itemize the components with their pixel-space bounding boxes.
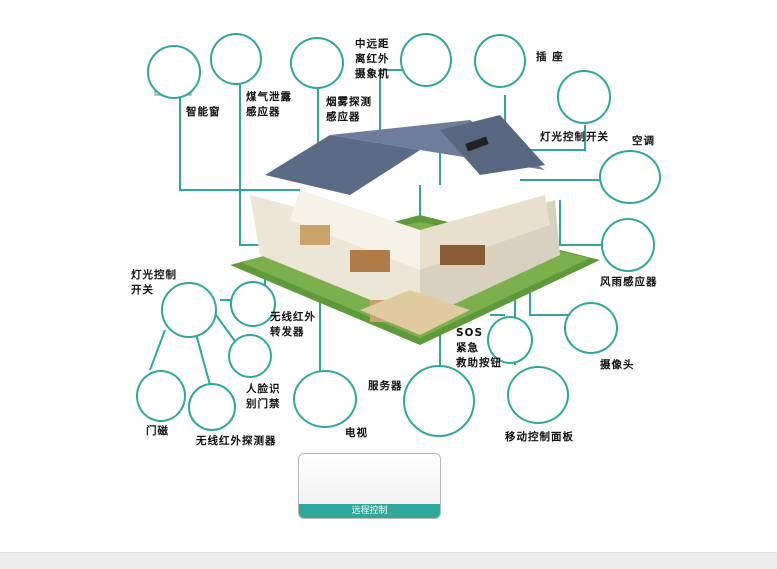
label-aircon: 空调 <box>632 135 655 147</box>
node-sos <box>487 316 533 364</box>
remote-control-box: 远程控制 <box>298 453 441 519</box>
node-light-switch-left <box>161 282 217 338</box>
label-camera: 摄像头 <box>600 359 635 371</box>
label-smart-window: 智能窗 <box>186 106 221 118</box>
label-tv: 电视 <box>345 427 368 439</box>
label-server: 服务器 <box>368 380 403 392</box>
label-smoke: 烟雾探测 感应器 <box>326 96 372 123</box>
solar-panel <box>465 136 489 152</box>
node-socket <box>474 34 526 88</box>
house-illustration <box>230 115 600 345</box>
node-light-switch-top <box>557 70 611 124</box>
label-mobile-panel: 移动控制面板 <box>505 431 574 443</box>
connector-door-magnet <box>149 329 166 371</box>
node-smart-window <box>147 45 201 99</box>
label-sos: SOS 紧急 救助按钮 <box>456 327 502 369</box>
connector-wind-rain <box>559 200 605 246</box>
node-tv <box>293 370 357 428</box>
label-wind-rain: 风雨感应器 <box>600 276 658 288</box>
node-gas-sensor <box>210 33 262 85</box>
node-door-magnet <box>136 370 186 422</box>
node-ir-repeater <box>230 281 276 327</box>
node-server <box>403 365 475 437</box>
node-mobile-panel <box>507 366 569 424</box>
label-socket: 插 座 <box>536 51 564 63</box>
label-face-door: 人脸识 别门禁 <box>246 383 281 410</box>
label-ir-repeater: 无线红外 转发器 <box>270 311 316 338</box>
house-roof-left <box>265 135 420 195</box>
connector-ir-detector <box>194 329 211 386</box>
node-face-door <box>228 334 272 378</box>
connector-smart-window <box>179 98 300 191</box>
label-gas-leak: 煤气泄露 感应器 <box>246 91 292 118</box>
label-door-magnet: 门磁 <box>146 425 169 437</box>
house-wall-left <box>250 195 420 320</box>
node-ir-detector <box>188 383 236 431</box>
label-ir-camera: 中远距 离红外 摄象机 <box>355 38 390 80</box>
node-camera <box>564 302 618 354</box>
remote-control-label: 远程控制 <box>299 504 440 518</box>
label-light-switch-top: 灯光控制开关 <box>540 131 609 143</box>
node-aircon <box>599 150 661 204</box>
label-ir-detector: 无线红外探测器 <box>196 435 277 447</box>
node-ir-camera <box>400 33 452 87</box>
bottom-bar <box>0 552 777 569</box>
node-smoke-sensor <box>290 37 344 89</box>
node-wind-rain <box>601 218 655 272</box>
label-light-switch-left: 灯光控制 开关 <box>131 269 177 296</box>
